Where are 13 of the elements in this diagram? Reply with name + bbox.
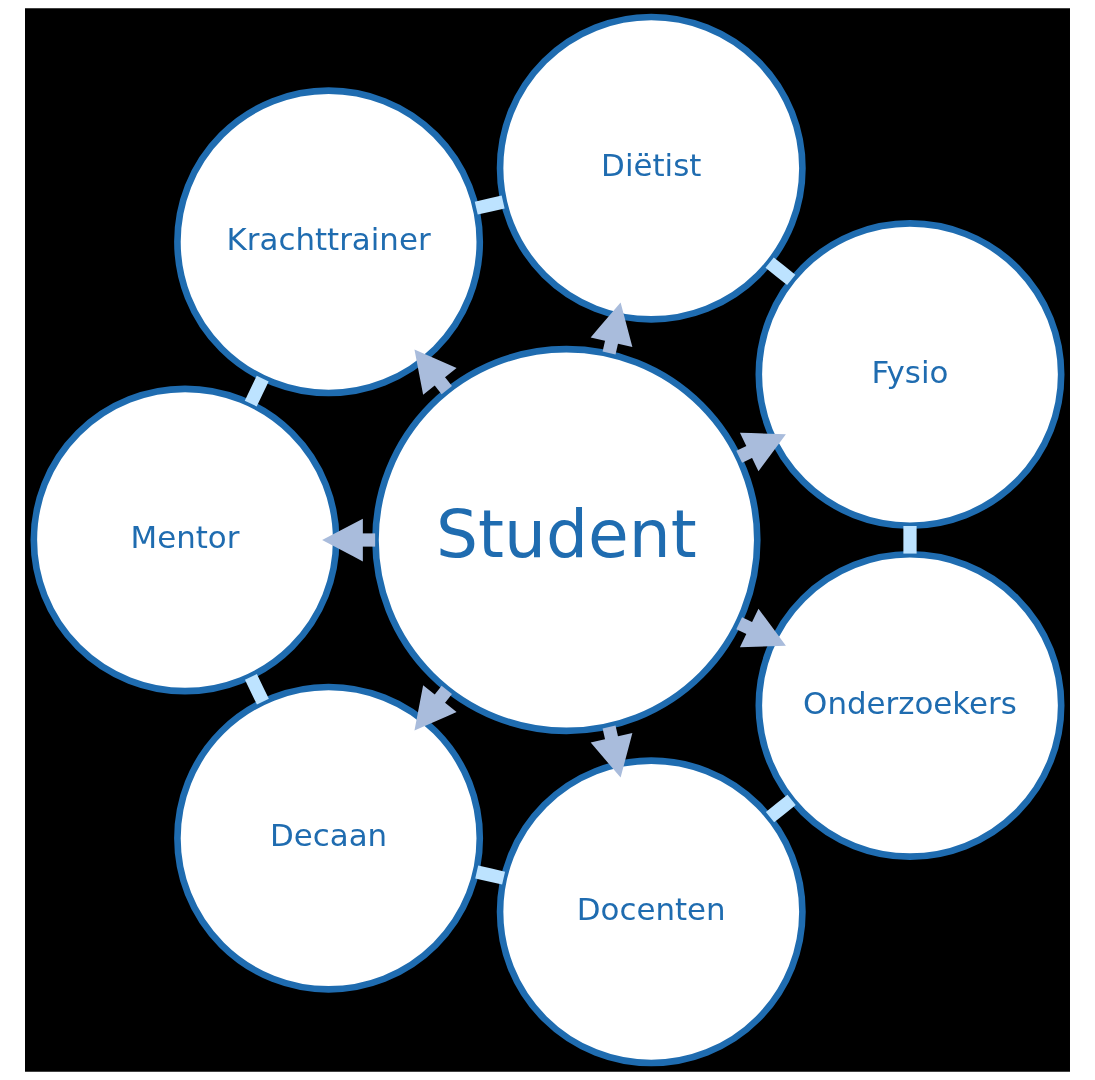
connector bbox=[765, 794, 796, 823]
node-circle: Diëtist bbox=[496, 13, 806, 323]
node-circle: Onderzoekers bbox=[755, 551, 1065, 860]
connector bbox=[244, 674, 269, 705]
connector bbox=[474, 195, 505, 215]
connector bbox=[475, 865, 506, 885]
node-circle: Fysio bbox=[755, 220, 1065, 530]
connector bbox=[765, 257, 796, 285]
connector bbox=[244, 375, 269, 407]
arrow bbox=[322, 518, 376, 562]
node-circle: Docenten bbox=[496, 757, 806, 1067]
node-circle: Mentor bbox=[30, 385, 340, 695]
connector bbox=[903, 526, 917, 554]
